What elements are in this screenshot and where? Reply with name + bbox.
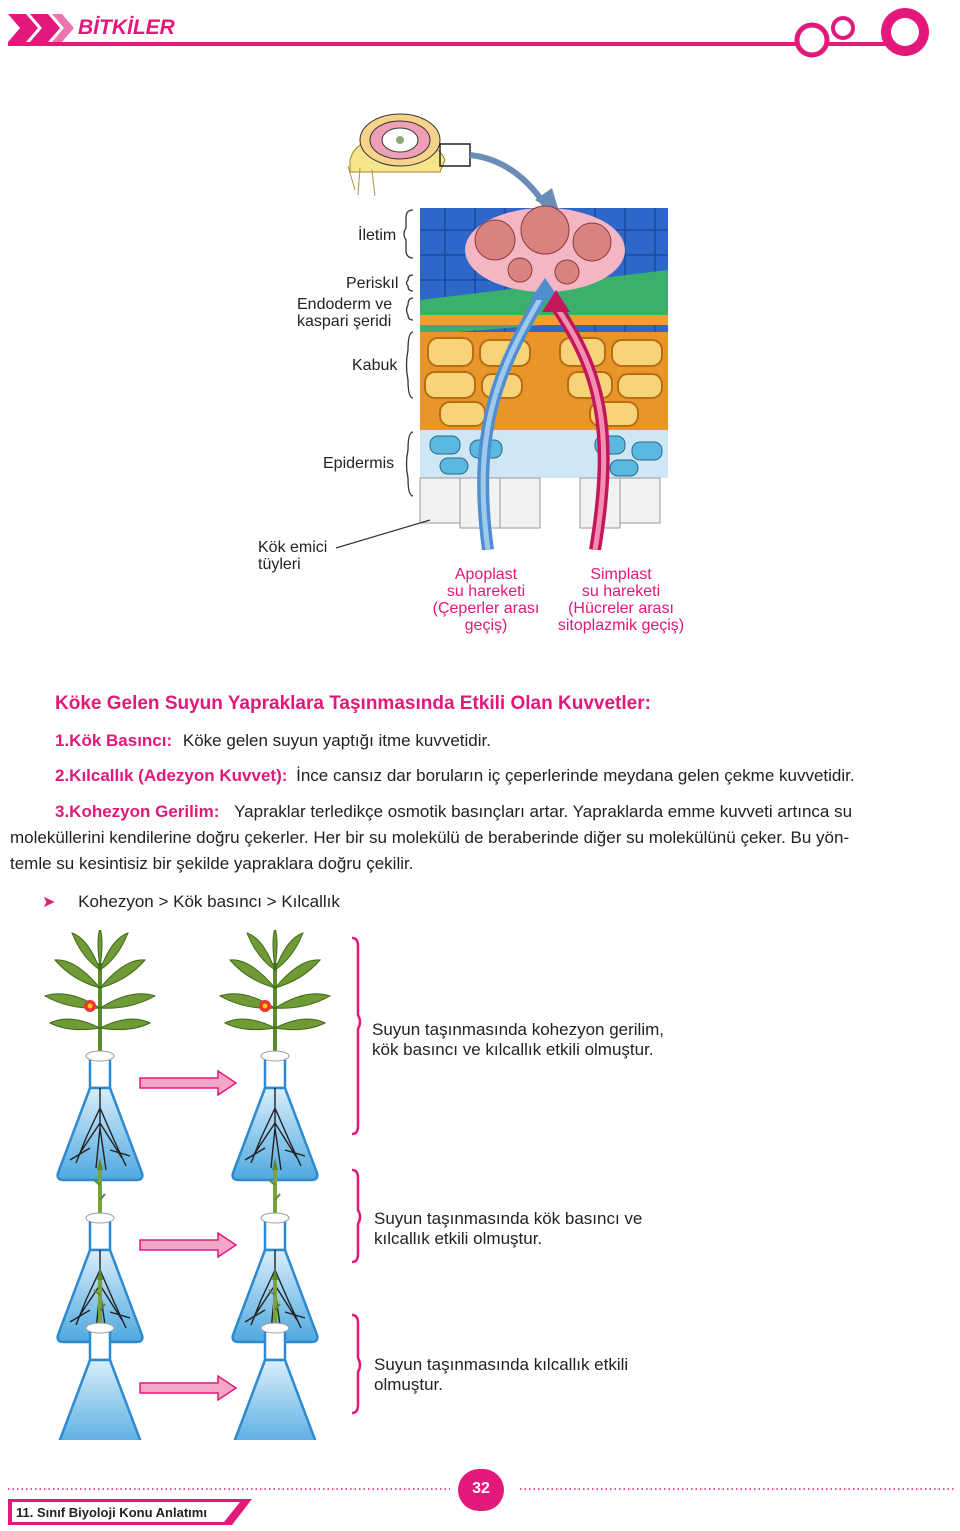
root-cross-section-icon xyxy=(347,113,471,197)
apoplast-line-3: (Çeperler arası xyxy=(432,600,540,617)
experiment-2-line-2: kılcallık etkili olmuştur. xyxy=(374,1229,543,1248)
experiment-2-caption: Suyun taşınmasında kök basıncı ve kılcal… xyxy=(374,1209,642,1249)
force-3-label: 3.Kohezyon Gerilim: xyxy=(55,802,220,821)
force-item-3: 3.Kohezyon Gerilim: Yapraklar terledikçe… xyxy=(10,801,955,875)
experiments-svg xyxy=(43,930,362,1440)
book-title: 11. Sınıf Biyoloji Konu Anlatımı xyxy=(16,1505,207,1520)
experiment-3-line-1: Suyun taşınmasında kılcallık etkili xyxy=(374,1355,629,1374)
force-2-label: 2.Kılcallık (Adezyon Kuvvet): xyxy=(55,766,288,785)
forces-heading: Köke Gelen Suyun Yapraklara Taşınmasında… xyxy=(55,693,651,714)
apoplast-line-1: Apoplast xyxy=(454,566,518,583)
label-epidermis: Epidermis xyxy=(323,455,395,472)
label-emici-2: tüyleri xyxy=(258,556,301,573)
simplast-line-3: (Hücreler arası xyxy=(568,600,674,617)
force-order: ➤ Kohezyon > Kök basıncı > Kılcallık xyxy=(42,892,340,912)
label-iletim: İletim xyxy=(358,227,397,244)
header-decoration xyxy=(8,8,929,58)
experiment-2-line-1: Suyun taşınmasında kök basıncı ve xyxy=(374,1209,643,1228)
apoplast-caption: Apoplast su hareketi (Çeperler arası geç… xyxy=(422,566,550,634)
experiment-3-caption: Suyun taşınmasında kılcallık etkili olmu… xyxy=(374,1355,628,1395)
root-diagram-svg xyxy=(335,113,668,550)
force-1-text: Köke gelen suyun yaptığı itme kuvvetidir… xyxy=(182,731,491,750)
experiment-1-figure xyxy=(43,930,362,1182)
force-order-text: Kohezyon > Kök basıncı > Kılcallık xyxy=(78,892,340,911)
experiment-3-figure xyxy=(56,1266,362,1440)
apoplast-line-2: su hareketi xyxy=(446,583,526,600)
force-item-2: 2.Kılcallık (Adezyon Kuvvet): İnce cansı… xyxy=(55,766,855,786)
simplast-line-4: sitoplazmik geçiş) xyxy=(557,617,685,634)
simplast-line-2: su hareketi xyxy=(581,583,661,600)
experiment-1-line-2: kök basıncı ve kılcallık etkili olmuştur… xyxy=(372,1040,654,1059)
experiment-3-line-2: olmuştur. xyxy=(374,1375,443,1394)
page-title: BİTKİLER xyxy=(78,16,175,39)
label-kaspari: kaspari şeridi xyxy=(297,313,392,330)
simplast-caption: Simplast su hareketi (Hücreler arası sit… xyxy=(545,566,697,634)
force-1-label: 1.Kök Basıncı: xyxy=(55,731,173,750)
label-periskil: Periskıl xyxy=(346,275,399,292)
force-3-line-2: moleküllerini kendilerine doğru çekerler… xyxy=(10,828,850,847)
label-emici-1: Kök emici xyxy=(258,539,328,556)
simplast-line-1: Simplast xyxy=(590,566,652,583)
page-number: 32 xyxy=(472,1480,490,1497)
label-endoderm: Endoderm ve xyxy=(297,296,393,313)
arrow-bullet-icon: ➤ xyxy=(42,894,56,911)
force-2-text: İnce cansız dar boruların iç çeperlerind… xyxy=(296,766,855,785)
force-item-1: 1.Kök Basıncı: Köke gelen suyun yaptığı … xyxy=(55,731,491,751)
footer-decoration xyxy=(8,1469,955,1525)
force-3-line-3: temle su kesintisiz bir şekilde yaprakla… xyxy=(10,854,414,873)
label-kabuk: Kabuk xyxy=(352,357,398,374)
experiment-1-caption: Suyun taşınmasında kohezyon gerilim, kök… xyxy=(372,1020,664,1060)
label-brackets xyxy=(403,209,414,497)
root-tissue-block xyxy=(419,205,668,550)
force-3-line-1: Yapraklar terledikçe osmotik basınçları … xyxy=(234,802,853,821)
experiment-1-line-1: Suyun taşınmasında kohezyon gerilim, xyxy=(372,1020,664,1039)
apoplast-line-4: geçiş) xyxy=(464,617,508,634)
experiment-2-figure xyxy=(56,1156,362,1344)
